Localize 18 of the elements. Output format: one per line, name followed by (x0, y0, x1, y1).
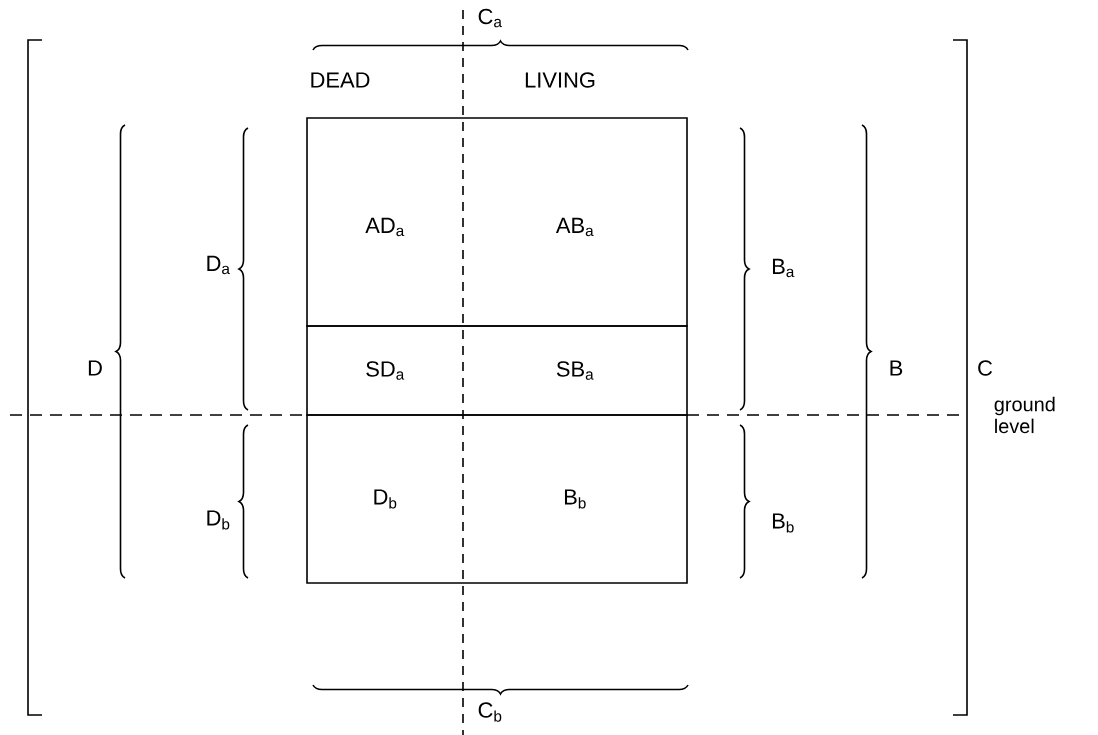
cell: SD$_{a}$ (306, 325, 464, 416)
column-header: LIVING (525, 72, 595, 88)
brace-label: D$_{b}$ (207, 510, 230, 530)
brace-label: C$_{b}$ (478, 702, 502, 722)
brace-label: D (88, 360, 102, 376)
cell: SB$_{a}$ (462, 325, 688, 416)
cell: D$_{b}$ (306, 414, 464, 584)
brace-label: D$_{a}$ (207, 255, 230, 275)
brace-label: B (890, 360, 903, 376)
cell: AD$_{a}$ (306, 117, 464, 327)
brace-label: C$_{a}$ (478, 8, 502, 28)
brace-label: B$_{a}$ (773, 258, 795, 278)
column-header: DEAD (311, 72, 370, 88)
brace-label: B$_{b}$ (773, 513, 794, 533)
cell: AB$_{a}$ (462, 117, 688, 327)
ground-level-label: ground level (994, 396, 1055, 434)
brace-label: C (978, 360, 993, 376)
cell: B$_{b}$ (462, 414, 688, 584)
